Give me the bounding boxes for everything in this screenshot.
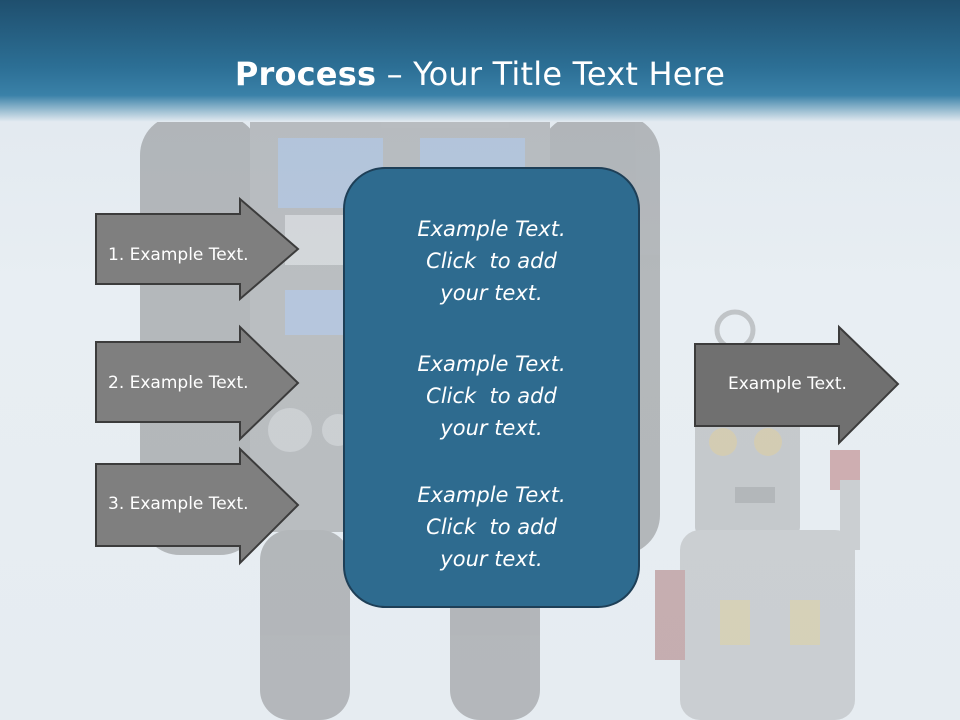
arrow-3-shape bbox=[95, 446, 300, 566]
arrow-1-label: 1. Example Text. bbox=[108, 245, 249, 265]
block-3-line-1: Example Text. bbox=[417, 483, 566, 507]
title-rest: – Your Title Text Here bbox=[376, 55, 726, 93]
arrow-3-label: 3. Example Text. bbox=[108, 494, 249, 514]
block-1-line-1: Example Text. bbox=[417, 217, 566, 241]
arrow-1-shape bbox=[95, 196, 300, 302]
result-arrow-label: Example Text. bbox=[728, 374, 847, 394]
center-text-box[interactable]: Example Text. Click to add your text. Ex… bbox=[343, 167, 640, 608]
title-bold: Process bbox=[234, 55, 377, 93]
text-block-2: Example Text. Click to add your text. bbox=[345, 348, 638, 444]
process-arrow-3[interactable]: 3. Example Text. bbox=[95, 446, 300, 566]
block-2-line-3: your text. bbox=[440, 416, 543, 440]
block-3-line-2: Click to add bbox=[426, 515, 557, 539]
arrow-2-label: 2. Example Text. bbox=[108, 373, 249, 393]
text-block-1: Example Text. Click to add your text. bbox=[345, 213, 638, 309]
block-3-line-3: your text. bbox=[440, 547, 543, 571]
process-arrow-2[interactable]: 2. Example Text. bbox=[95, 324, 300, 442]
block-2-line-2: Click to add bbox=[426, 384, 557, 408]
slide-title[interactable]: Process – Your Title Text Here bbox=[0, 52, 960, 96]
text-block-3: Example Text. Click to add your text. bbox=[345, 479, 638, 575]
block-2-line-1: Example Text. bbox=[417, 352, 566, 376]
process-arrow-1[interactable]: 1. Example Text. bbox=[95, 196, 300, 302]
block-1-line-2: Click to add bbox=[426, 249, 557, 273]
result-arrow[interactable]: Example Text. bbox=[694, 324, 900, 446]
block-1-line-3: your text. bbox=[440, 281, 543, 305]
result-arrow-shape bbox=[694, 324, 900, 446]
title-bar bbox=[0, 0, 960, 122]
arrow-2-shape bbox=[95, 324, 300, 442]
